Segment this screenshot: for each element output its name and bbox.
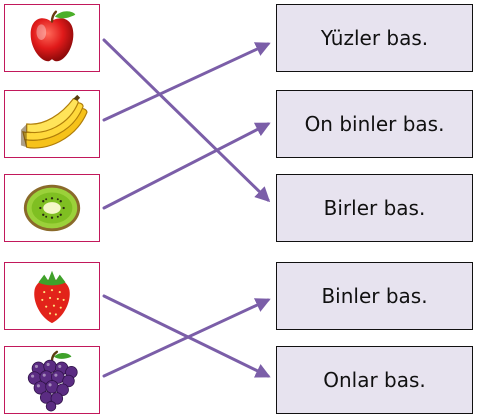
fruit-box-grapes[interactable]	[4, 346, 100, 414]
label-text: On binler bas.	[304, 112, 445, 136]
label-box-binler[interactable]: Binler bas.	[276, 262, 473, 330]
label-box-yuzler[interactable]: Yüzler bas.	[276, 4, 473, 72]
strawberry-icon	[34, 270, 70, 324]
label-box-onlar[interactable]: Onlar bas.	[276, 346, 473, 414]
label-text: Yüzler bas.	[320, 26, 429, 50]
fruit-box-strawberry[interactable]	[4, 262, 100, 330]
fruit-box-kiwi[interactable]	[4, 174, 100, 242]
match-line	[102, 38, 271, 203]
fruit-box-banana[interactable]	[4, 90, 100, 158]
match-line	[102, 122, 271, 210]
apple-icon	[30, 10, 76, 62]
match-line	[102, 294, 271, 378]
match-line	[102, 42, 271, 122]
grapes-icon	[27, 350, 78, 412]
label-text: Birler bas.	[323, 196, 426, 220]
kiwi-icon	[23, 184, 81, 232]
label-box-birler[interactable]: Birler bas.	[276, 174, 473, 242]
banana-icon	[20, 94, 88, 149]
match-line	[102, 298, 271, 378]
label-box-on-binler[interactable]: On binler bas.	[276, 90, 473, 158]
label-text: Binler bas.	[321, 284, 428, 308]
label-text: Onlar bas.	[323, 368, 426, 392]
fruit-box-apple[interactable]	[4, 4, 100, 72]
